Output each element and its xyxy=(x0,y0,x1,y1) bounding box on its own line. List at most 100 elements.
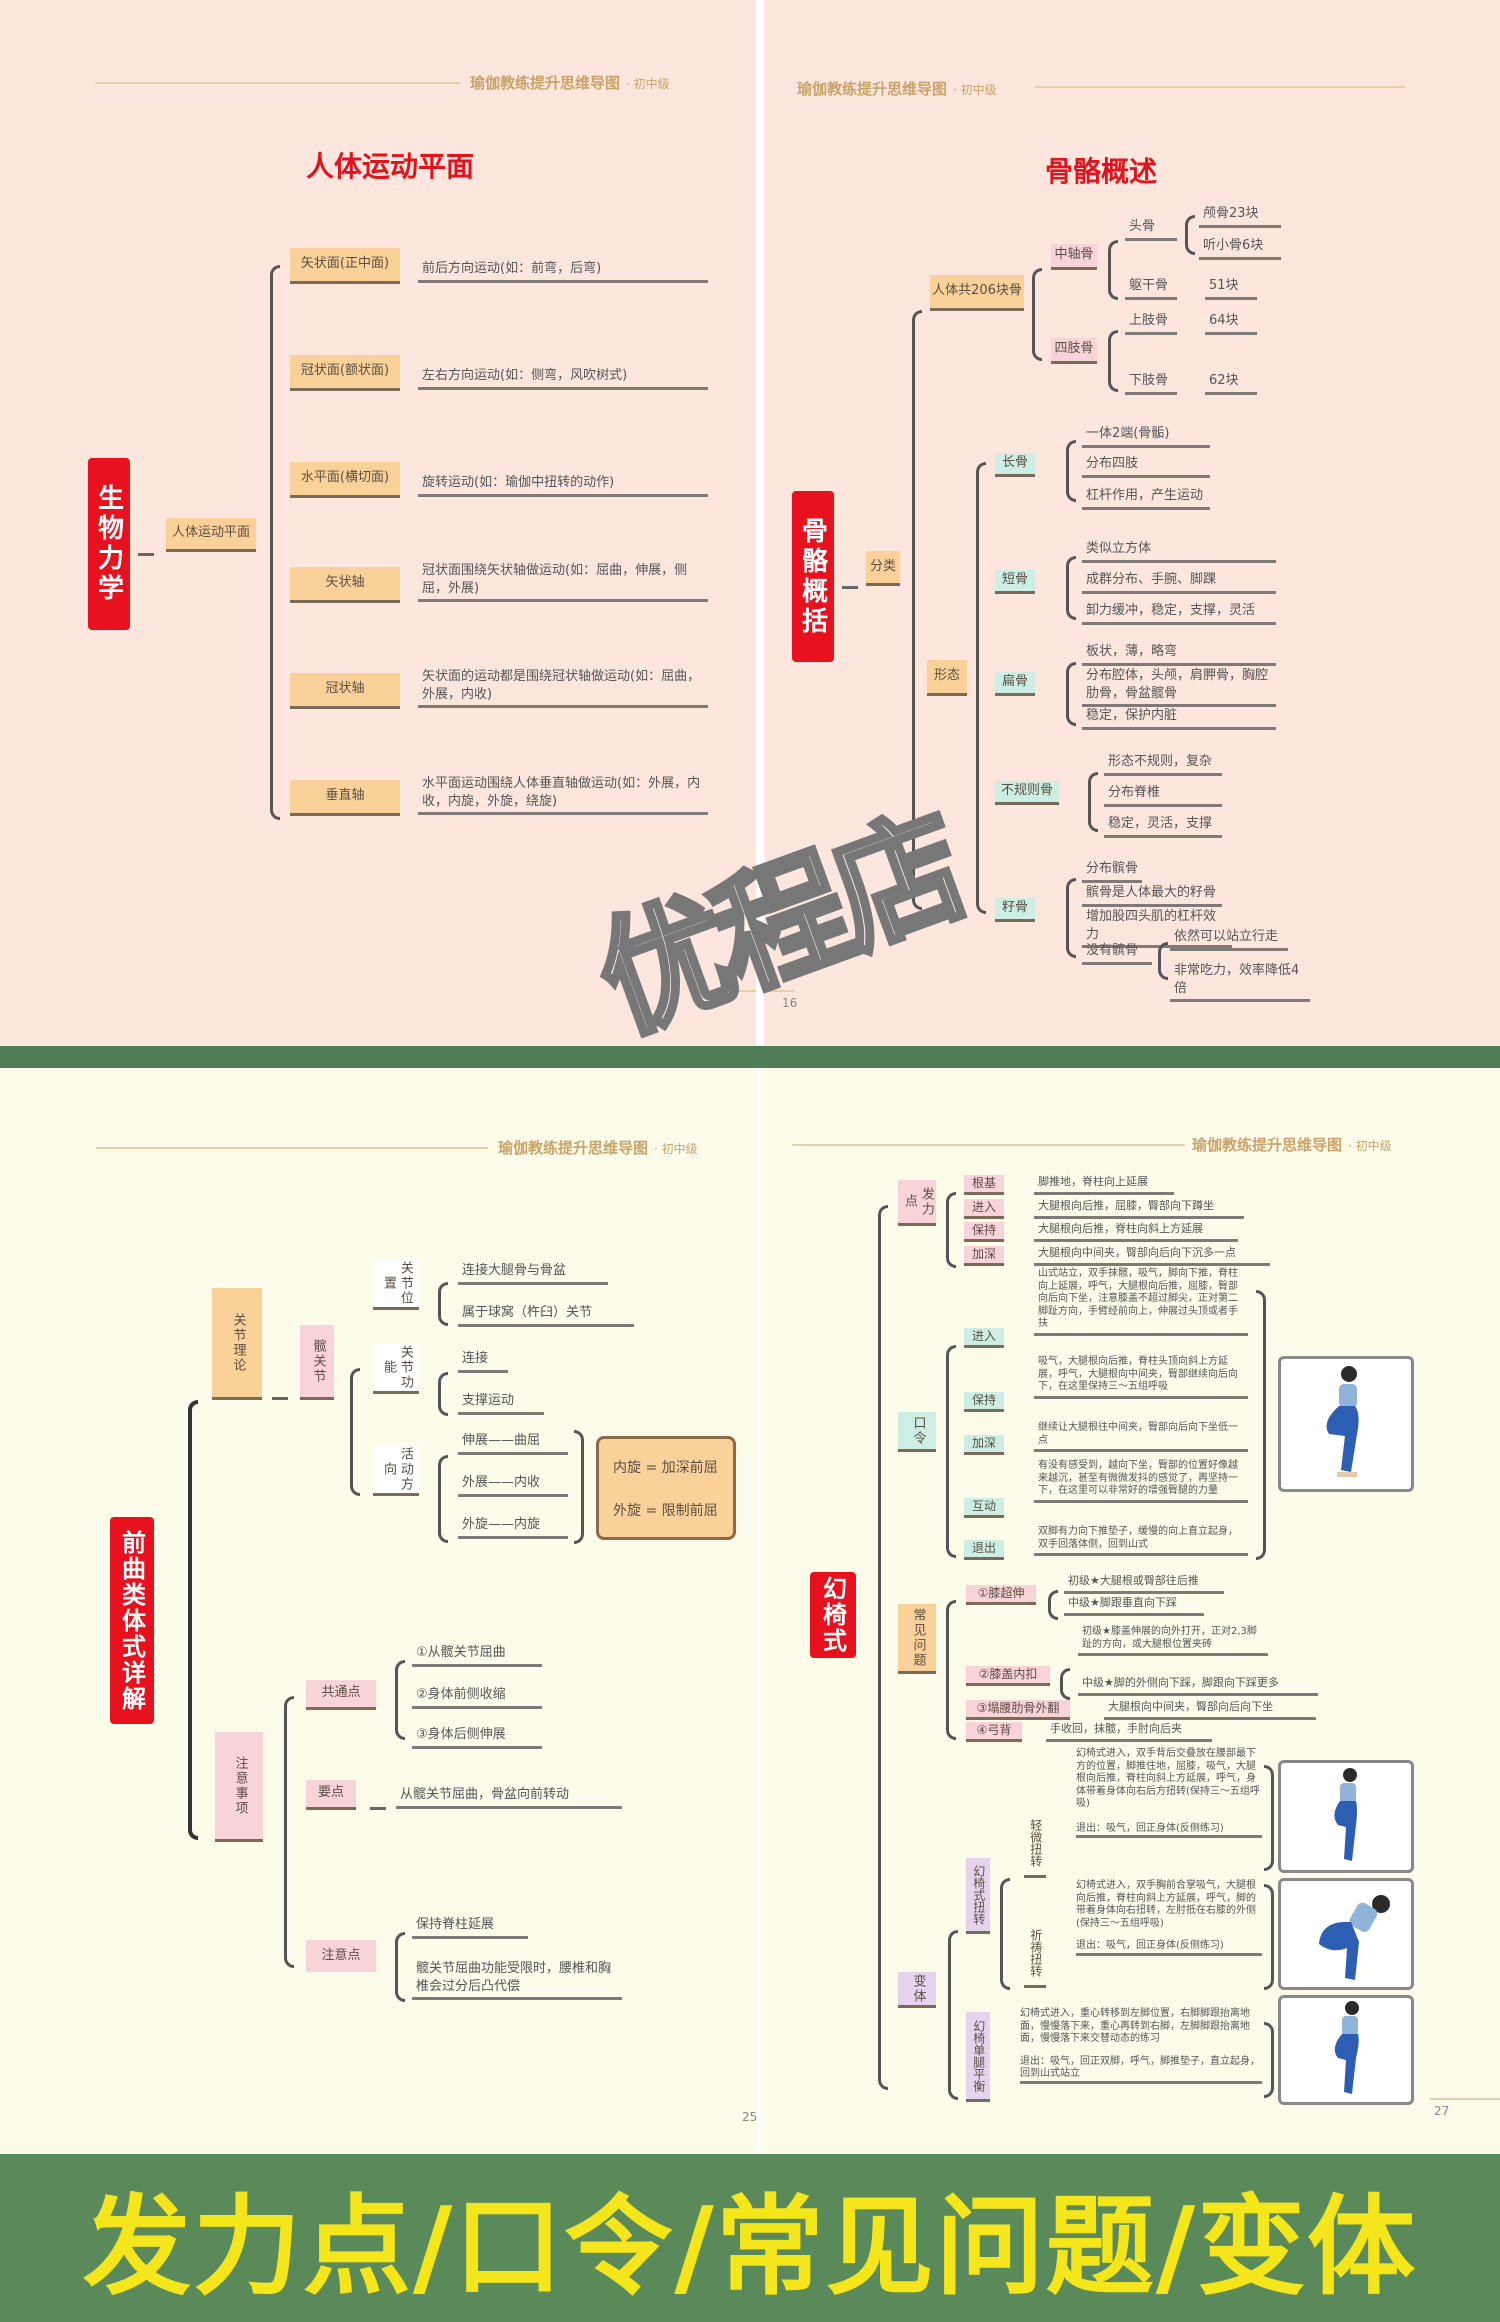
long-bone: 长骨 xyxy=(995,453,1035,477)
position-item: 属于球窝（杵臼）关节 xyxy=(458,1304,634,1327)
connector xyxy=(272,1397,288,1400)
trunk: 躯干骨 xyxy=(1125,277,1177,300)
force-node: 发力点 xyxy=(898,1180,936,1226)
variant-exit: 退出：吸气，回正双脚，呼气，脚推垫子，直立起身，回到山式站立 xyxy=(1020,2056,1262,2084)
common-item: ③身体后侧伸展 xyxy=(412,1726,542,1749)
brace xyxy=(395,1932,405,2002)
brace xyxy=(284,1696,294,1968)
ossicles: 听小骨6块 xyxy=(1199,237,1281,260)
brace xyxy=(1108,330,1118,392)
root-node: 生物力学 xyxy=(88,458,130,630)
common-item: ②身体前侧收缩 xyxy=(412,1686,542,1709)
footer-rule xyxy=(700,990,756,992)
axis-desc: 水平面运动围绕人体垂直轴做运动(如：外展，内收，内旋，外旋，绕旋) xyxy=(418,775,708,816)
sesamoid-without: 没有髌骨 xyxy=(1082,942,1152,965)
brace xyxy=(1000,1878,1010,1990)
direction-node: 活动方向 xyxy=(373,1446,419,1496)
sesamoid-item: 髌骨是人体最大的籽骨 xyxy=(1082,884,1222,907)
long-item: 分布四肢 xyxy=(1082,455,1210,478)
sesamoid-item: 增加股四头肌的杠杆效力 xyxy=(1082,908,1232,949)
direction-item: 伸展——曲屈 xyxy=(458,1432,568,1455)
cue-value: 继续让大腿根往中间夹，臀部向后向下坐低一点 xyxy=(1034,1422,1248,1452)
connector xyxy=(842,586,858,589)
plane-desc: 前后方向运动(如：前弯，后弯) xyxy=(418,260,708,283)
brace xyxy=(912,310,922,910)
force-value: 大腿根向后推，屈膝，臀部向下蹲坐 xyxy=(1034,1199,1244,1219)
pose-photo xyxy=(1278,1878,1414,1990)
problem-value: 手收回，抹髋，手肘向后夹 xyxy=(1046,1722,1212,1742)
without-item: 依然可以站立行走 xyxy=(1170,928,1288,951)
direction-item: 外旋——内旋 xyxy=(458,1516,568,1539)
short-item: 卸力缓冲，稳定，支撑，灵活 xyxy=(1082,602,1276,625)
problem-value: 初级★膝盖伸展的向外打开，正对2,3脚趾的方向，或大腿根位置夹砖 xyxy=(1078,1626,1268,1656)
brace xyxy=(1264,2022,1274,2098)
brace xyxy=(1066,878,1076,958)
chair-pose-figure xyxy=(1326,1366,1359,1477)
cue-key: 互动 xyxy=(964,1498,1004,1518)
cue-key: 进入 xyxy=(964,1328,1004,1348)
axis-desc: 冠状面围绕矢状轴做运动(如：屈曲，伸展，侧屈，外展) xyxy=(418,562,708,603)
axis-node: 冠状轴 xyxy=(290,673,400,709)
shape-node: 形态 xyxy=(927,660,967,696)
light-twist-label: 轻微扭转 xyxy=(1024,1810,1046,1878)
attention-item: 髋关节屈曲功能受限时，腰椎和胸椎会过分后凸代偿 xyxy=(412,1960,622,2001)
cue-node: 口令 xyxy=(898,1412,936,1452)
balance-text: 幻椅式进入，重心转移到左脚位置，右脚脚跟抬离地面，慢慢落下来，重心再转到右脚，左… xyxy=(1020,2008,1262,2084)
key-node: 要点 xyxy=(306,1780,356,1810)
common-item: ①从髋关节屈曲 xyxy=(412,1644,542,1667)
brace xyxy=(438,1372,448,1416)
flat-item: 分布腔体，头颅，肩胛骨，胸腔肋骨，骨盆髋骨 xyxy=(1082,667,1276,708)
attention-node: 注意点 xyxy=(306,1940,376,1972)
sesamoid-bone: 籽骨 xyxy=(995,898,1035,922)
note-line: 内旋 = 加深前屈 xyxy=(613,1459,718,1476)
balance-node: 幻椅单腿平衡 xyxy=(966,2012,990,2102)
function-node: 关节功能 xyxy=(373,1344,419,1394)
cue-key: 保持 xyxy=(964,1392,1004,1412)
hip-node: 髋关节 xyxy=(300,1325,334,1400)
bottom-banner: 发力点/口令/常见问题/变体 xyxy=(0,2154,1500,2322)
problem-key: ③塌腰肋骨外翻 xyxy=(966,1700,1070,1720)
brace xyxy=(1066,440,1076,502)
brace xyxy=(1066,662,1076,726)
page-number: 16 xyxy=(782,996,798,1010)
green-divider xyxy=(0,1046,1500,1068)
light-twist-text: 幻椅式进入，双手背后交叠放在腰部最下方的位置，脚推住地，屈膝，吸气，大腿根向后推… xyxy=(1076,1748,1262,1838)
short-item: 类似立方体 xyxy=(1082,540,1276,563)
header-series: 瑜伽教练提升思维导图 xyxy=(797,80,948,98)
branch-node: 分类 xyxy=(866,551,900,586)
problems-node: 常见问题 xyxy=(898,1604,936,1674)
cue-value: 双脚有力向下推垫子，缓慢的向上直立起身，双手回落体侧，回到山式 xyxy=(1034,1526,1248,1556)
connector xyxy=(370,1807,386,1810)
brace xyxy=(946,1192,956,1268)
brace xyxy=(1256,1290,1266,1560)
branch-node: 人体运动平面 xyxy=(166,518,256,552)
twist-node: 幻椅式扭转 xyxy=(966,1858,990,1934)
brace xyxy=(1108,240,1118,300)
brace xyxy=(1088,772,1098,832)
footer-rule xyxy=(764,990,794,992)
root-node: 幻椅式 xyxy=(810,1572,856,1658)
header-rule xyxy=(96,1147,488,1149)
axis-node: 矢状轴 xyxy=(290,567,400,603)
force-key: 根基 xyxy=(964,1175,1004,1195)
brace xyxy=(946,1345,956,1558)
header-series: 瑜伽教练提升思维导图 xyxy=(470,74,621,92)
header-level: · 初中级 xyxy=(953,83,997,97)
brace xyxy=(1264,1765,1274,1871)
header-text: 瑜伽教练提升思维导图· 初中级 xyxy=(498,1137,698,1158)
connector xyxy=(138,553,154,556)
cautions-node: 注意事项 xyxy=(215,1732,263,1842)
cue-value: 有没有感受到，越向下坐，臀部的位置好像越来越沉，甚至有微微发抖的感觉了，再坚持一… xyxy=(1034,1460,1248,1503)
problem-value: 中级★脚跟垂直向下踩 xyxy=(1064,1596,1204,1616)
short-bone: 短骨 xyxy=(995,570,1035,594)
brace xyxy=(948,1930,958,2100)
root-node: 前曲类体式详解 xyxy=(110,1517,154,1724)
page-title: 人体运动平面 xyxy=(306,150,475,183)
axis-node: 垂直轴 xyxy=(290,780,400,816)
cue-key: 退出 xyxy=(964,1540,1004,1560)
header-level: · 初中级 xyxy=(626,77,670,91)
header-rule xyxy=(95,82,460,84)
plane-desc: 旋转运动(如：瑜伽中扭转的动作) xyxy=(418,474,708,497)
problem-key: ②膝盖内扣 xyxy=(966,1666,1050,1686)
plane-desc: 左右方向运动(如：侧弯，风吹树式) xyxy=(418,367,708,390)
